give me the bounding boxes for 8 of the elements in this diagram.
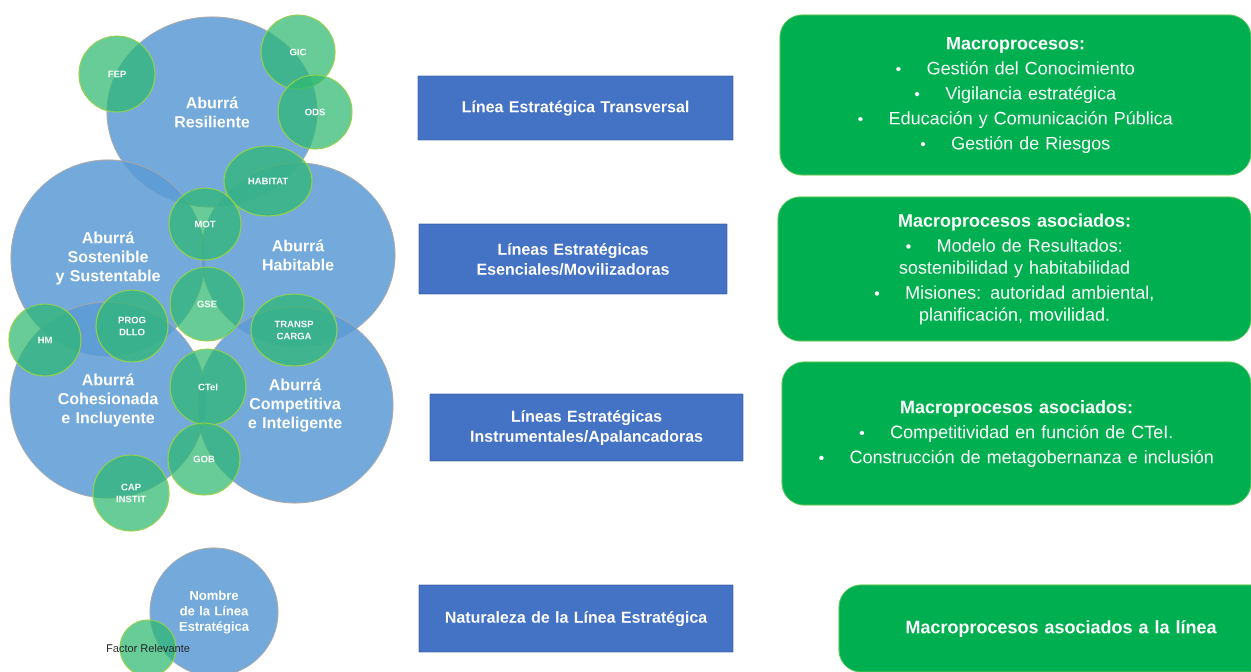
line-type-box: Líneas Estratégicas Instrumentales/Apalancadoras [429,393,744,462]
process-box: Macroprocesos: Gestión del Conocimiento Vigilancia estratégica Educación y Comunicación Pública Gestión de Riesgos [779,14,1251,176]
process-box: Macroprocesos asociados a la línea [838,584,1251,672]
line-type-box: Líneas Estratégicas Esenciales/Movilizadoras [418,223,728,295]
process-box: Macroprocesos asociados: Competitividad en función de CTeI. Construcción de metagobernanza e inclusión [781,361,1251,506]
line-type-box: Línea Estratégica Transversal [417,75,734,141]
line-type-box: Naturaleza de la Línea Estratégica [418,584,734,653]
process-box: Macroprocesos asociados: Modelo de Resultados: sostenibilidad y habitabilidad Misiones: autoridad ambiental, planificación, movilidad. [777,196,1251,342]
